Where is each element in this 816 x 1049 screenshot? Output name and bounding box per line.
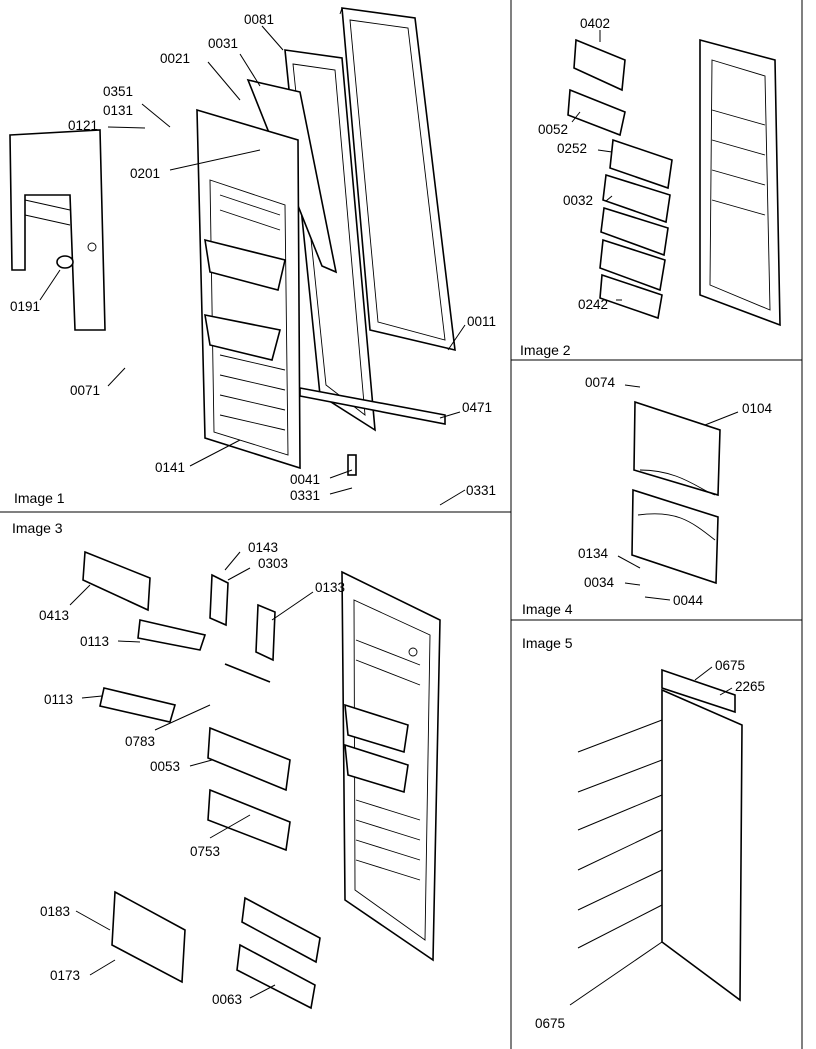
leader-lines-image-2 bbox=[571, 30, 622, 301]
panel-caption: Image 4 bbox=[522, 601, 573, 617]
part-number-label: 0242 bbox=[578, 297, 608, 312]
part-number-label: 0131 bbox=[103, 103, 133, 118]
panel-image-1 bbox=[9, 7, 466, 506]
part-number-label: 0303 bbox=[258, 556, 288, 571]
part-number-label: 0143 bbox=[248, 540, 278, 555]
panel-image-2 bbox=[567, 30, 781, 327]
hinge-strip-0471 bbox=[299, 387, 446, 476]
part-number-label: 0053 bbox=[150, 759, 180, 774]
door-shelves bbox=[204, 238, 286, 361]
part-number-label: 0052 bbox=[538, 122, 568, 137]
part-number-label: 0021 bbox=[160, 51, 190, 66]
leader-lines-image-3 bbox=[69, 551, 314, 999]
part-number-label: 0331 bbox=[290, 488, 320, 503]
part-number-label: 0071 bbox=[70, 383, 100, 398]
panel-caption: Image 2 bbox=[520, 342, 571, 358]
door-bins-image-2 bbox=[567, 38, 673, 320]
panel-caption: Image 3 bbox=[12, 520, 63, 536]
part-number-label: 0141 bbox=[155, 460, 185, 475]
part-number-label: 0031 bbox=[208, 36, 238, 51]
leader-lines-image-4 bbox=[617, 384, 739, 601]
trim-panel-image-5 bbox=[661, 668, 743, 1002]
part-number-label: 0011 bbox=[467, 314, 496, 329]
door-liner-image-2 bbox=[699, 38, 781, 327]
part-number-label: 0041 bbox=[290, 472, 320, 487]
part-number-label: 0753 bbox=[190, 844, 220, 859]
leader-lines-image-1 bbox=[39, 25, 466, 506]
part-number-label: 0413 bbox=[39, 608, 69, 623]
door-shelves-image-3 bbox=[344, 703, 409, 794]
part-number-label: 0252 bbox=[557, 141, 587, 156]
part-number-label: 0044 bbox=[673, 593, 704, 608]
part-number-label: 0113 bbox=[44, 692, 73, 707]
outer-door-0011 bbox=[339, 7, 456, 352]
part-number-label: 0675 bbox=[535, 1016, 565, 1031]
part-number-label: 0331 bbox=[466, 483, 496, 498]
part-number-label: 0113 bbox=[80, 634, 109, 649]
part-number-label: 0173 bbox=[50, 968, 80, 983]
door-liner-0141 bbox=[196, 108, 301, 470]
part-number-label: 0034 bbox=[584, 575, 615, 590]
kick-plate-0104 bbox=[631, 400, 721, 585]
dispenser-frame-0121 bbox=[9, 129, 106, 331]
panel-image-3 bbox=[69, 550, 441, 1010]
part-number-label: 0201 bbox=[130, 166, 160, 181]
part-number-label: 0133 bbox=[315, 580, 345, 595]
panel-image-4 bbox=[617, 384, 739, 601]
part-number-label: 0134 bbox=[578, 546, 609, 561]
part-number-label: 0783 bbox=[125, 734, 155, 749]
part-number-label: 0074 bbox=[585, 375, 616, 390]
leader-lines-image-5 bbox=[569, 666, 733, 1006]
part-number-label: 0063 bbox=[212, 992, 242, 1007]
part-number-label: 0032 bbox=[563, 193, 593, 208]
part-number-label: 0183 bbox=[40, 904, 70, 919]
door-bins-image-3 bbox=[82, 550, 321, 1010]
panel-caption: Image 5 bbox=[522, 635, 573, 651]
labels-layer: Image 1 0081 0021 0031 0351 0131 0121 0201 0191 0… bbox=[10, 12, 773, 1031]
part-number-label: 0402 bbox=[580, 16, 610, 31]
part-number-label: 0104 bbox=[742, 401, 773, 416]
panel-caption: Image 1 bbox=[14, 490, 65, 506]
part-number-label: 0351 bbox=[103, 84, 133, 99]
part-number-label: 0191 bbox=[10, 299, 40, 314]
part-number-label: 0121 bbox=[68, 118, 98, 133]
panel-image-5 bbox=[569, 666, 743, 1006]
part-number-label: 0081 bbox=[244, 12, 274, 27]
part-number-label: 0471 bbox=[462, 400, 492, 415]
part-number-label: 2265 bbox=[735, 679, 765, 694]
part-number-label: 0675 bbox=[715, 658, 745, 673]
